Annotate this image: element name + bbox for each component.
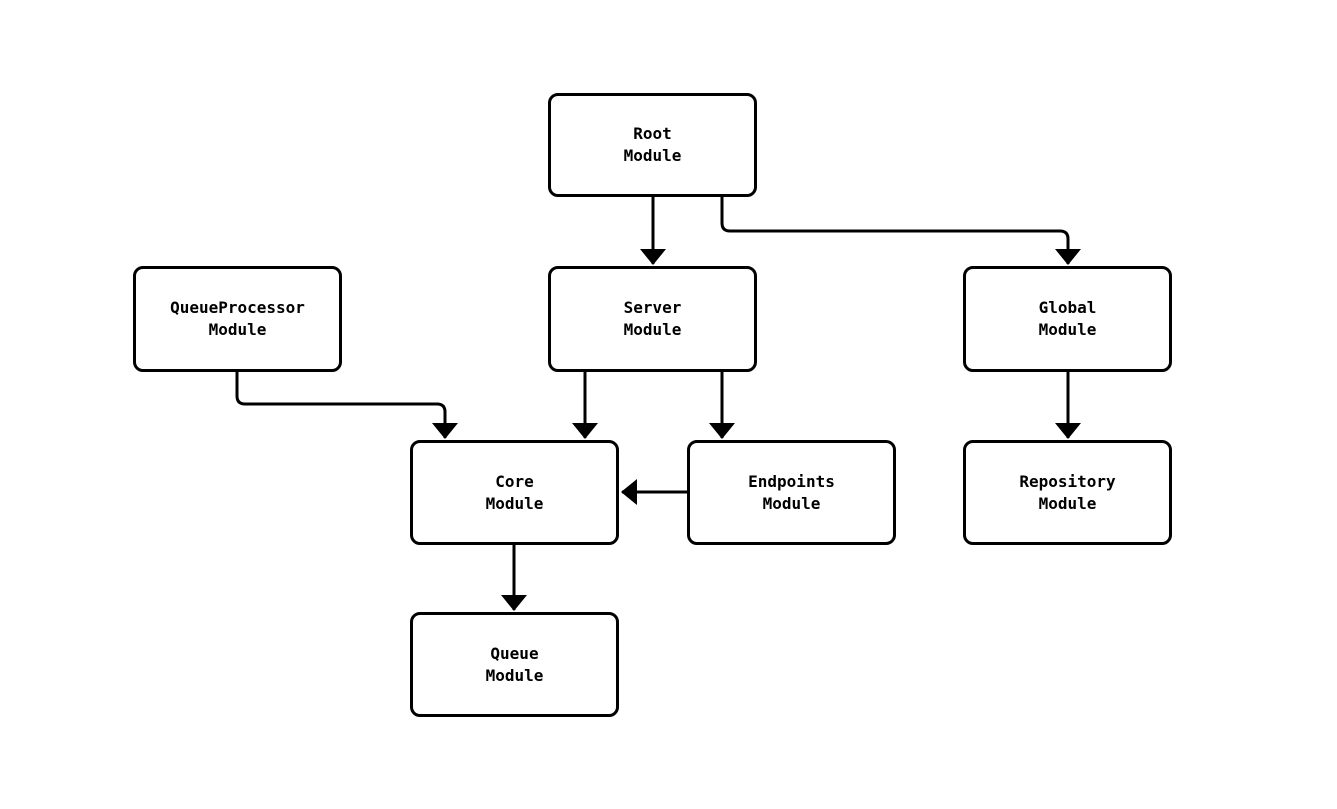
node-label-line: Queue <box>490 643 539 663</box>
node-label-line: Root <box>633 124 672 143</box>
edge-root-to-global <box>720 197 1081 265</box>
node-label-line: Module <box>485 493 544 513</box>
node-label-line: Server <box>623 298 682 317</box>
node-label-line: Module <box>1038 320 1097 339</box>
edge-group <box>235 197 1081 611</box>
node-label-line: Module <box>762 493 821 513</box>
node-label-line: Endpoints <box>748 471 835 491</box>
edge-queueprocessor-to-core <box>235 372 458 439</box>
node-label-line: Module <box>208 320 267 339</box>
node-label-line: Module <box>623 320 682 339</box>
node-label-line: Module <box>485 665 544 685</box>
node-label-line: Module <box>623 146 682 165</box>
node-label-line: QueueProcessor <box>170 298 305 317</box>
node-label-line: Repository <box>1019 471 1116 491</box>
node-label-line: Module <box>1038 493 1097 513</box>
node-label-line: Core <box>495 471 534 491</box>
node-label-line: Global <box>1038 298 1097 317</box>
